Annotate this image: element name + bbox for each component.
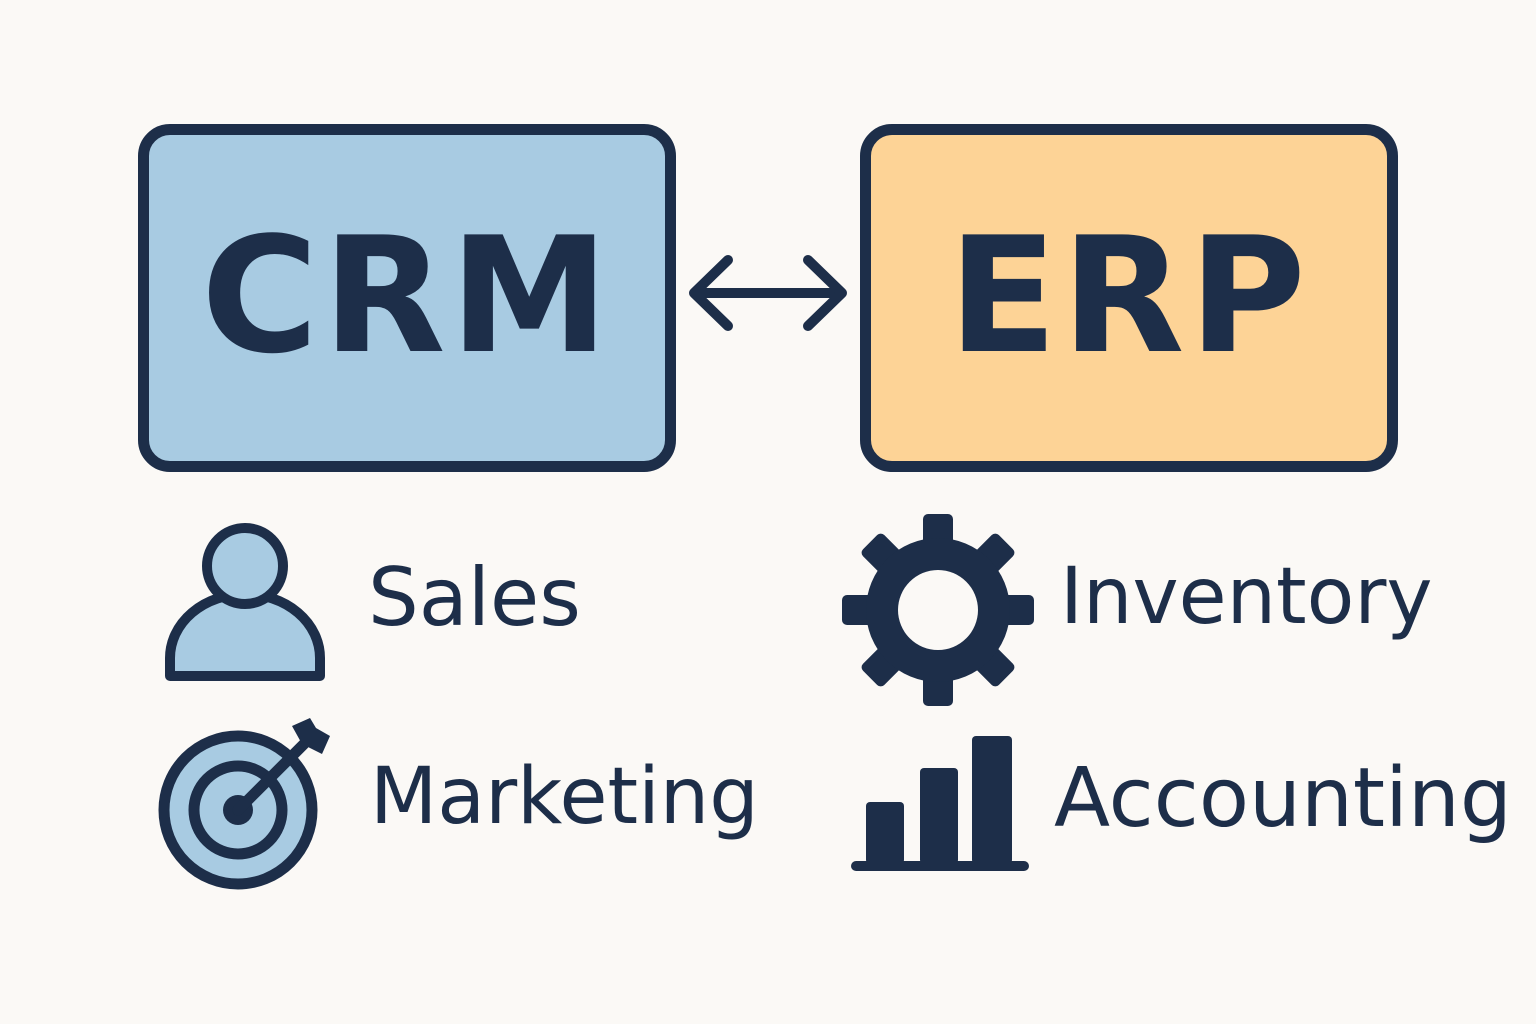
person-icon [165,523,325,681]
feature-label-accounting: Accounting [1054,751,1512,846]
feature-label-inventory: Inventory [1060,552,1433,642]
target-icon [158,718,330,890]
bar-chart-icon [851,736,1029,871]
bidirectional-arrow-icon [689,255,847,331]
crm-title: CRM [201,202,613,389]
feature-label-marketing: Marketing [370,752,759,842]
erp-box: ERP [860,124,1398,472]
crm-box: CRM [138,124,676,472]
gear-icon [842,514,1034,706]
erp-title: ERP [948,202,1310,389]
feature-label-sales: Sales [368,551,581,644]
